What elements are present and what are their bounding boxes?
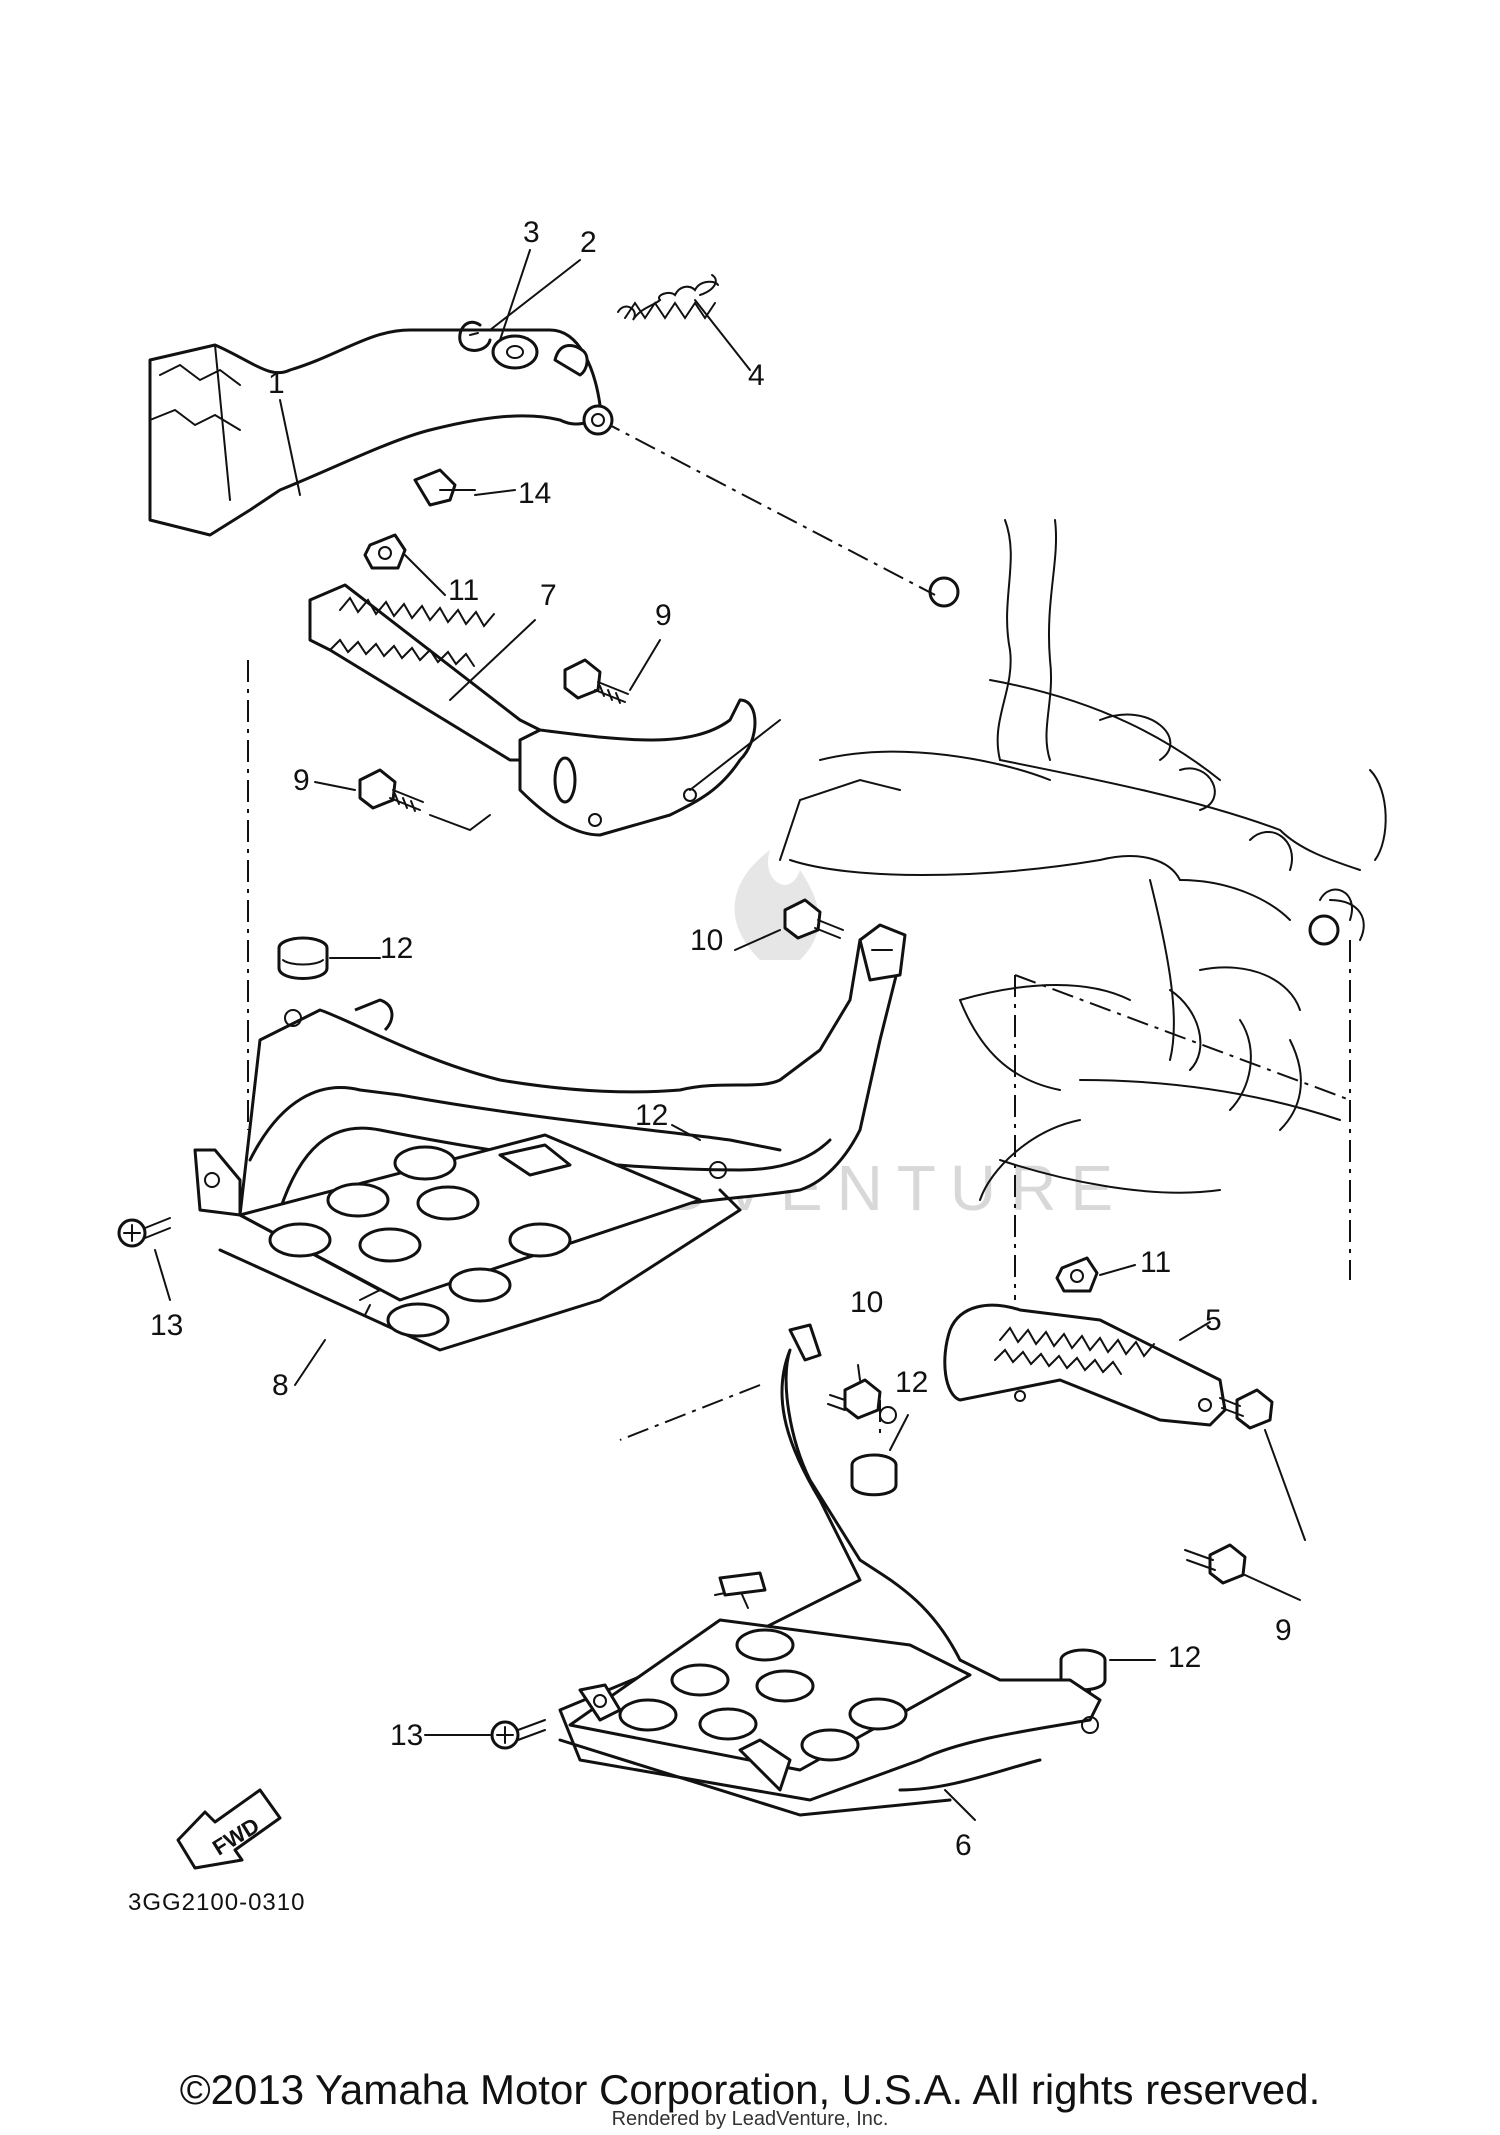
callout-12-a: 12 — [380, 932, 413, 965]
part-14-pin — [413, 468, 476, 507]
part-8-footrest-upper — [193, 923, 907, 1352]
callout-13-lower: 13 — [390, 1719, 423, 1752]
frame-outline — [779, 519, 1387, 1201]
callout-numbers: 1 2 3 4 5 6 7 8 9 9 9 10 10 11 11 12 12 … — [150, 216, 1292, 1862]
callout-8: 8 — [272, 1369, 289, 1402]
callout-12-b: 12 — [635, 1099, 668, 1132]
part-9-bolt-lower-a — [1219, 1388, 1274, 1430]
callout-4: 4 — [748, 359, 765, 392]
part-2-washer — [491, 334, 539, 370]
part-6-footrest-lower — [558, 1323, 1102, 1817]
callout-5: 5 — [1205, 1304, 1222, 1337]
part-11-nut-upper — [363, 533, 407, 570]
callout-leaders — [154, 249, 1306, 1821]
callout-10-a: 10 — [690, 924, 723, 957]
callout-14: 14 — [518, 477, 551, 510]
callout-2: 2 — [580, 226, 597, 259]
part-10-bolt-a — [783, 898, 844, 940]
part-3-circlip — [458, 321, 492, 352]
part-5-footpeg-lower — [943, 1303, 1227, 1427]
callout-9-lower: 9 — [1275, 1614, 1292, 1647]
callout-11-lower: 11 — [1140, 1246, 1171, 1279]
part-11-nut-lower — [1055, 1256, 1099, 1293]
callout-7: 7 — [540, 579, 557, 612]
part-10-bolt-b — [827, 1378, 882, 1420]
part-7-footpeg-upper — [308, 583, 781, 837]
part-1-brake-pedal — [148, 328, 614, 537]
part-13-screw-lower — [490, 1719, 546, 1750]
callout-3: 3 — [523, 216, 540, 249]
callout-9-upper-b: 9 — [293, 764, 310, 797]
part-9-bolt-upper-a — [563, 658, 629, 704]
callout-12-d: 12 — [1168, 1641, 1201, 1674]
part-12-grommet-a — [277, 936, 329, 980]
copyright-notice: ©2013 Yamaha Motor Corporation, U.S.A. A… — [179, 2066, 1321, 2113]
rendered-by-notice: Rendered by LeadVenture, Inc. — [611, 2108, 889, 2130]
part-12-grommet-c — [850, 1453, 898, 1497]
part-9-bolt-upper-b — [358, 768, 491, 832]
callout-12-c: 12 — [895, 1366, 928, 1399]
callout-13-upper: 13 — [150, 1309, 183, 1342]
callout-6: 6 — [955, 1829, 972, 1862]
callout-10-b: 10 — [850, 1286, 883, 1319]
drawing-code: 3GG2100-0310 — [128, 1889, 305, 1916]
callout-1: 1 — [268, 367, 285, 400]
fwd-arrow-icon: FWD — [176, 1788, 282, 1870]
callout-9-upper-a: 9 — [655, 599, 672, 632]
part-9-bolt-lower-b — [1184, 1543, 1247, 1585]
part-13-screw-upper — [117, 1217, 171, 1248]
callout-11-upper: 11 — [448, 574, 479, 607]
part-4-spring — [617, 274, 719, 321]
